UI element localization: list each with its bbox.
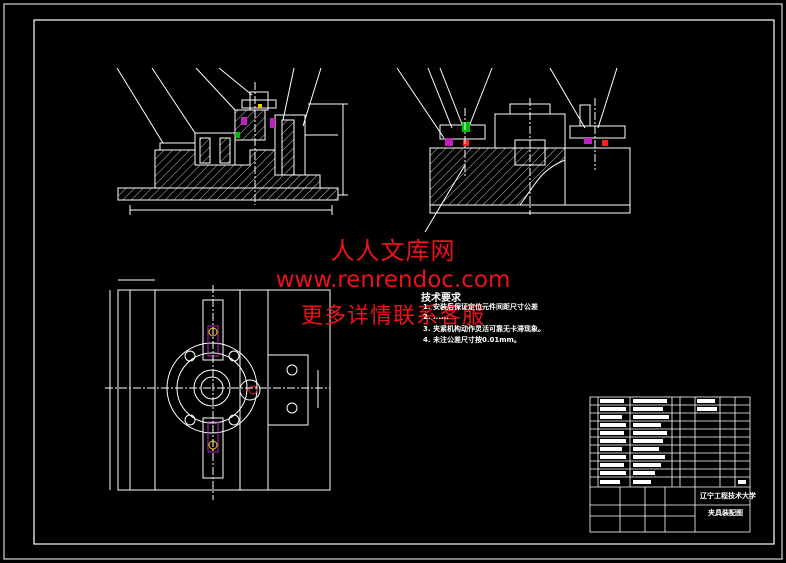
title-block-drawing-name: 夹具装配图 [708, 509, 743, 517]
technical-requirements-title: 技术要求 [421, 293, 461, 304]
top-view [105, 279, 331, 500]
technical-requirement-2: 2. ...... [423, 313, 449, 321]
technical-requirement-1: 1. 安装后保证定位元件间距尺寸公差 [423, 303, 538, 311]
title-block [589, 396, 751, 533]
front-view [116, 67, 348, 215]
outer-border [3, 3, 783, 560]
inner-border [33, 19, 775, 545]
technical-requirement-3: 3. 夹紧机构动作灵活可靠无卡滞现象。 [423, 325, 545, 333]
title-block-school: 辽宁工程技术大学 [700, 492, 756, 500]
technical-requirement-4: 4. 未注公差尺寸按0.01mm。 [423, 336, 521, 344]
parts-list-rows [600, 399, 746, 484]
side-view [396, 67, 631, 233]
